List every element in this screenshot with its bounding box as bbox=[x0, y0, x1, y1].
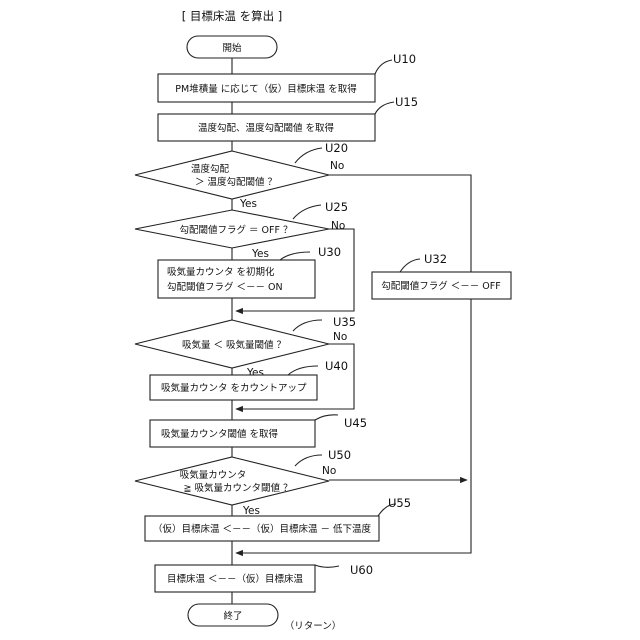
step-u20-id: U20 bbox=[325, 141, 348, 155]
step-u60-id: U60 bbox=[350, 563, 373, 577]
decision-u20-line1: 温度勾配 bbox=[191, 163, 230, 175]
step-u45-text: 吸気量カウンタ閾値 を取得 bbox=[161, 428, 279, 440]
step-u60: 目標床温 ＜－－（仮）目標床温 U60 bbox=[155, 563, 373, 592]
step-u30-line2: 勾配閾値フラグ ＜－－ ON bbox=[167, 281, 283, 293]
step-u10-id: U10 bbox=[393, 52, 416, 66]
step-u55-text: （仮）目標床温 ＜－－（仮）目標床温 － 低下温度 bbox=[153, 523, 372, 535]
step-u35-id: U35 bbox=[333, 315, 356, 329]
u25-no-label: No bbox=[331, 220, 345, 232]
step-u30-id: U30 bbox=[318, 245, 341, 259]
diagram-title: [ 目標床温 を算出 ] bbox=[182, 9, 282, 23]
decision-u50: 吸気量カウンタ ≧ 吸気量カウンタ閾値 ？ U50 No Yes bbox=[135, 448, 351, 517]
step-u32-text: 勾配閾値フラグ ＜－－ OFF bbox=[381, 280, 500, 292]
u50-no-label: No bbox=[322, 465, 336, 477]
step-u60-text: 目標床温 ＜－－（仮）目標床温 bbox=[167, 573, 304, 585]
step-u30-line1: 吸気量カウンタ を初期化 bbox=[167, 266, 275, 278]
decision-u20-line2: ＞ 温度勾配閾値 ？ bbox=[195, 176, 277, 188]
u35-no-label: No bbox=[333, 331, 347, 343]
step-u32-id: U32 bbox=[424, 252, 447, 266]
end-label: 終了 bbox=[223, 610, 242, 622]
step-u40-id: U40 bbox=[325, 359, 348, 373]
decision-u20: 温度勾配 ＞ 温度勾配閾値 ？ U20 No Yes bbox=[135, 141, 348, 210]
decision-u35-text: 吸気量 ＜ 吸気量閾値 ？ bbox=[182, 339, 286, 351]
decision-u35: 吸気量 ＜ 吸気量閾値 ？ U35 No Yes bbox=[135, 315, 356, 379]
step-u10-text: PM堆積量 に応じて（仮）目標床温 を取得 bbox=[175, 83, 357, 95]
start-terminal: 開始 bbox=[187, 36, 277, 58]
decision-u25-text: 勾配閾値フラグ ＝ OFF ？ bbox=[180, 224, 293, 236]
u50-yes-label: Yes bbox=[242, 505, 260, 517]
step-u55: （仮）目標床温 ＜－－（仮）目標床温 － 低下温度 U55 bbox=[145, 496, 411, 541]
start-label: 開始 bbox=[222, 42, 242, 54]
u20-yes-label: Yes bbox=[239, 198, 257, 210]
step-u30: 吸気量カウンタ を初期化 勾配閾値フラグ ＜－－ ON U30 bbox=[158, 245, 341, 298]
return-note: （リターン） bbox=[285, 620, 342, 632]
decision-u50-line1: 吸気量カウンタ bbox=[180, 469, 247, 481]
u20-no-label: No bbox=[330, 160, 344, 172]
step-u25-id: U25 bbox=[325, 200, 348, 214]
step-u10: PM堆積量 に応じて（仮）目標床温 を取得 U10 bbox=[158, 52, 416, 102]
u25-yes-label: Yes bbox=[251, 248, 269, 260]
step-u55-id: U55 bbox=[388, 496, 411, 510]
step-u15-id: U15 bbox=[395, 95, 418, 109]
step-u45-id: U45 bbox=[344, 416, 367, 430]
step-u40-text: 吸気量カウンタ をカウントアップ bbox=[161, 382, 307, 394]
step-u45: 吸気量カウンタ閾値 を取得 U45 bbox=[150, 415, 367, 447]
end-terminal: 終了 （リターン） bbox=[188, 604, 341, 632]
decision-u50-line2: ≧ 吸気量カウンタ閾値 ？ bbox=[184, 482, 293, 494]
step-u15-text: 温度勾配、温度勾配閾値 を取得 bbox=[198, 122, 335, 134]
step-u50-id: U50 bbox=[328, 448, 351, 462]
step-u32: 勾配閾値フラグ ＜－－ OFF U32 bbox=[372, 252, 511, 299]
step-u40: 吸気量カウンタ をカウントアップ U40 bbox=[150, 359, 348, 400]
